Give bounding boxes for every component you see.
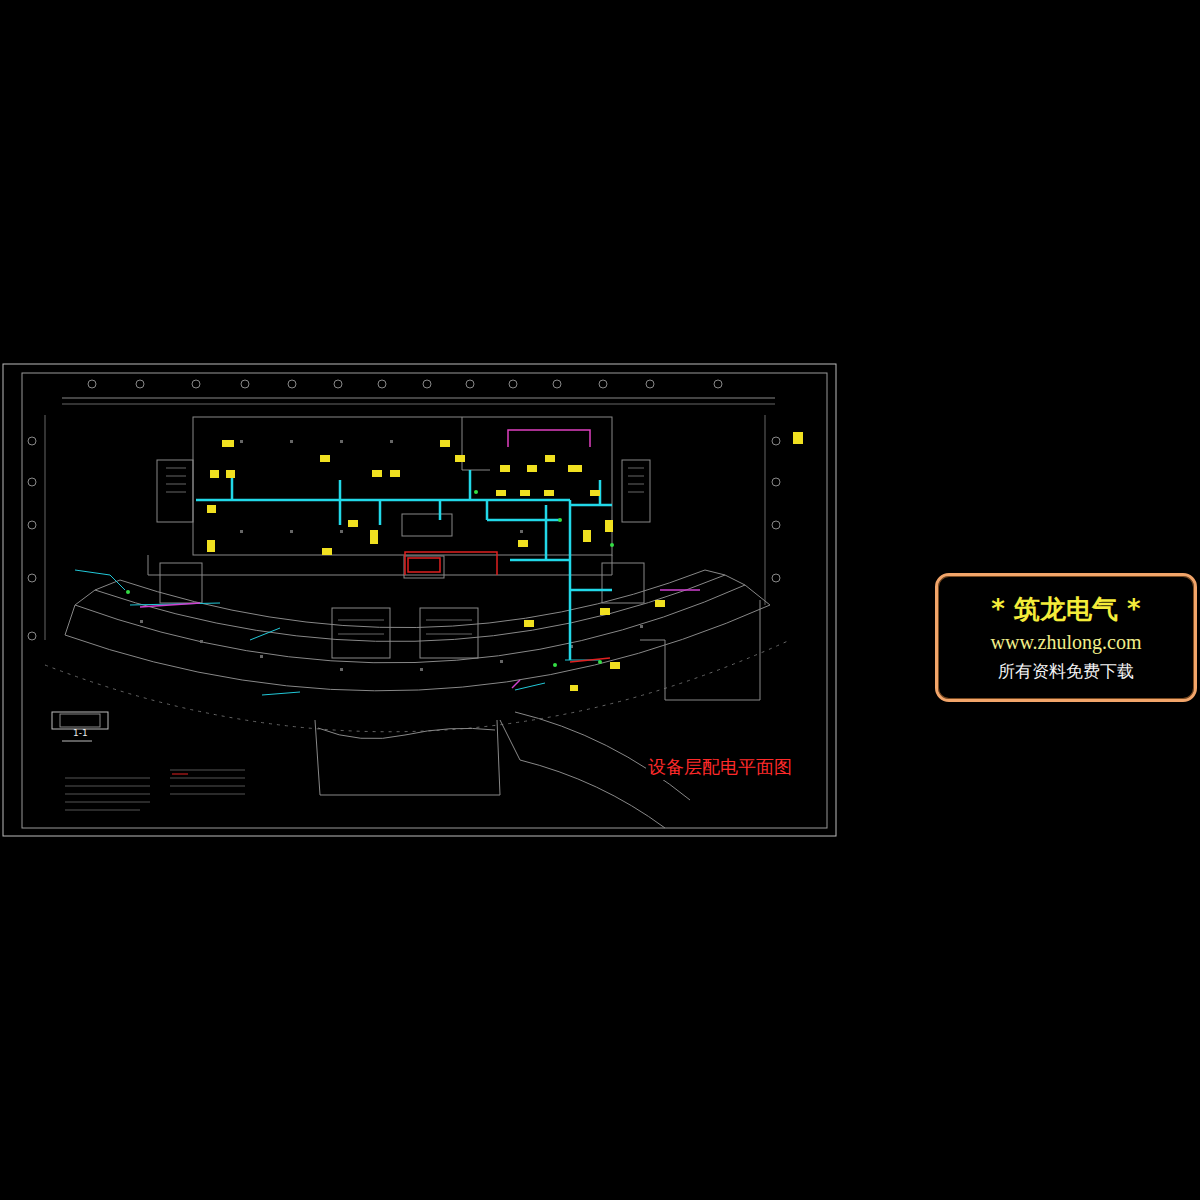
watermark-box: * 筑龙电气 * www.zhulong.com 所有资料免费下载 xyxy=(935,573,1197,702)
watermark-note: 所有资料免费下载 xyxy=(998,660,1134,683)
drawing-title: 设备层配电平面图 xyxy=(646,754,794,780)
watermark-url: www.zhulong.com xyxy=(991,631,1142,654)
section-label: 1-1 xyxy=(73,728,88,738)
watermark-brand: * 筑龙电气 * xyxy=(991,592,1140,627)
